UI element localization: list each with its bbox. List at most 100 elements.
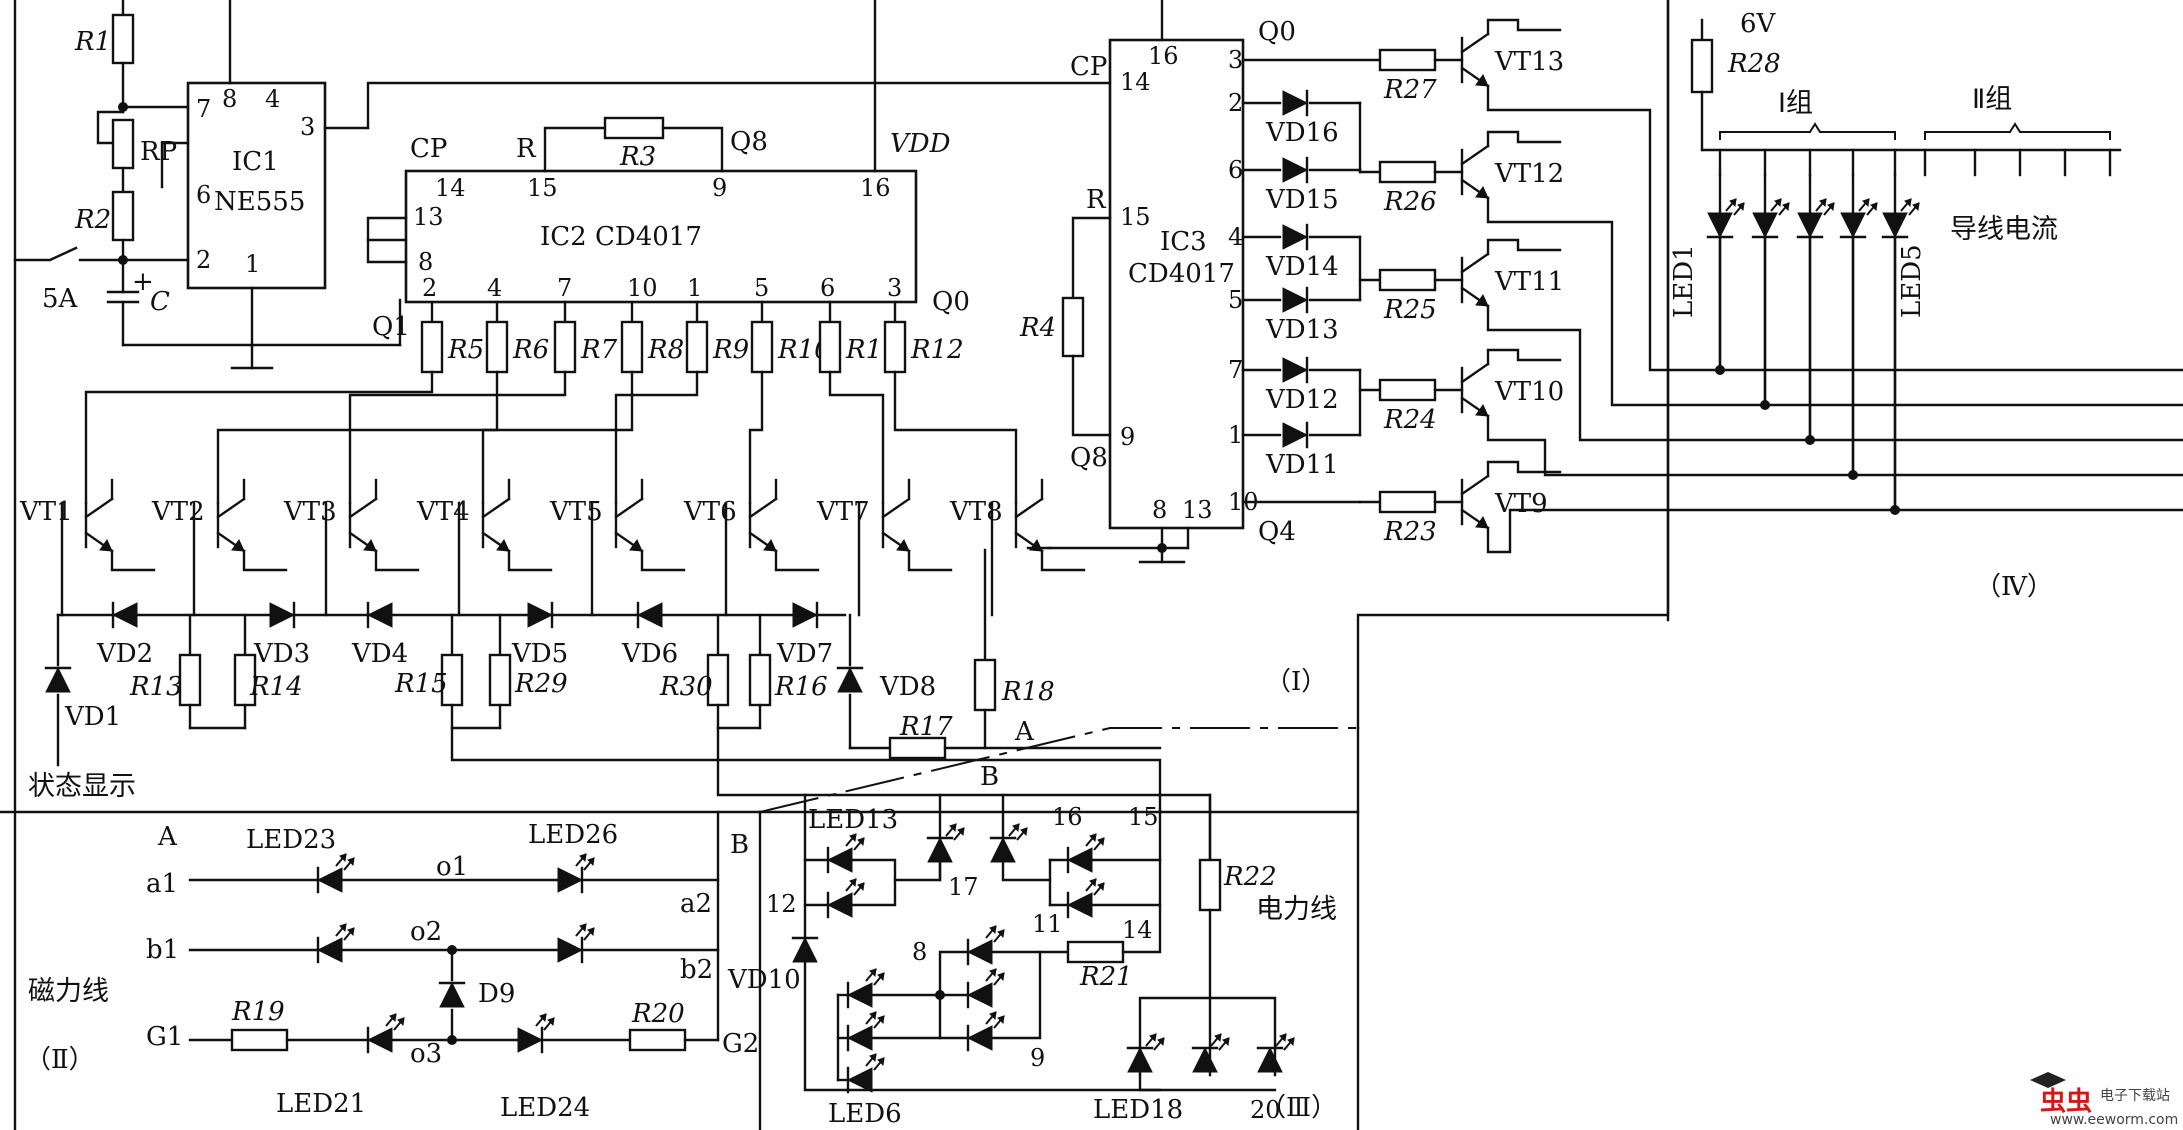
label-r25: R25 [1383, 295, 1437, 325]
emission-arrowhead [1089, 878, 1097, 888]
label-vd11: VD11 [1265, 450, 1339, 480]
r19-label: R19 [231, 997, 285, 1027]
elec-node-9: 9 [1030, 1044, 1045, 1072]
resistor-r9 [685, 320, 709, 374]
transistor-vt12 [1460, 144, 1490, 200]
resistor-r24 [1378, 378, 1437, 402]
emission-arrowhead [877, 972, 885, 982]
label-vt13: VT13 [1494, 47, 1564, 77]
emitter-arrow [763, 538, 777, 552]
label-vd15: VD15 [1265, 185, 1339, 215]
emission-arrowhead [1819, 198, 1827, 208]
emission-arrowhead [857, 837, 865, 847]
magnetic-title: 磁力线 [28, 976, 109, 1007]
ic3-right-pin-6: 1 [1228, 421, 1243, 449]
emission-arrowhead [1097, 882, 1105, 892]
diode-vd10 [791, 936, 819, 963]
diode-d9 [438, 981, 466, 1008]
elec-node-15: 15 [1128, 803, 1159, 831]
emission-arrowhead [339, 923, 347, 933]
resistor-r28 [1690, 38, 1714, 94]
label-vd5: VD5 [511, 639, 568, 669]
ic1-name: IC1 [232, 147, 279, 177]
label-r30: R30 [659, 672, 713, 702]
diode-triangle [990, 836, 1016, 863]
emission-arrowhead [877, 1057, 885, 1067]
resistor-r7 [553, 320, 577, 374]
emission-arrowhead [397, 1017, 405, 1027]
led-b1 [316, 923, 355, 964]
emitter-arrow [231, 538, 245, 552]
section-iv-label: （Ⅳ） [1975, 572, 2053, 602]
watermark-url: www.eeworm.com [2050, 1112, 2178, 1128]
elec-node-20: 20 [1250, 1096, 1281, 1124]
emission-arrowhead [1012, 823, 1020, 833]
emitter-arrow [99, 538, 113, 552]
resistor-r26 [1378, 160, 1437, 184]
wire [1001, 860, 1052, 882]
diode-triangle [316, 937, 343, 963]
diode-triangle [966, 939, 993, 965]
diode-triangle [1066, 892, 1093, 918]
label-r28: R28 [1727, 49, 1781, 79]
resistor-r5 [420, 320, 444, 374]
emission-arrowhead [1222, 1037, 1230, 1047]
resistor-r13 [178, 653, 202, 707]
diode-triangle [1192, 1046, 1218, 1073]
transistor-vt7 [881, 497, 911, 553]
ic1-pin-4: 4 [265, 85, 280, 113]
watermark: 虫虫 电子下载站 www.eeworm.com [2030, 1072, 2178, 1128]
resistor-r25 [1378, 268, 1437, 292]
emission-arrowhead [579, 853, 587, 863]
label-cap: C [150, 287, 170, 317]
transistor-vt5 [614, 497, 644, 553]
ic3-q4-name: Q4 [1258, 517, 1296, 547]
ic2-bottom-pin-3: 10 [627, 274, 658, 302]
resistor-r6 [485, 320, 509, 374]
ic2-q0-name: Q0 [932, 287, 970, 317]
led-15-a [1066, 833, 1105, 874]
wire [84, 370, 434, 505]
label-vd6: VD6 [621, 639, 678, 669]
graduation-cap-icon [2030, 1072, 2066, 1088]
emission-arrowhead [869, 968, 877, 978]
elec-node-16: 16 [1052, 803, 1083, 831]
transistor-vt10 [1460, 362, 1490, 418]
label-vd3: VD3 [253, 639, 310, 669]
emission-arrowhead [1912, 202, 1920, 212]
diode-triangle [846, 1025, 873, 1051]
wire [614, 370, 699, 505]
diode-vd11 [1282, 421, 1309, 449]
mag-g1: G1 [146, 1022, 183, 1052]
wire [1486, 304, 2183, 442]
wire [1486, 130, 1562, 148]
electric-section-label: （Ⅲ） [1260, 1093, 1337, 1123]
wire [374, 549, 420, 572]
led-15-b [1066, 878, 1105, 919]
led13-label: LED13 [808, 805, 898, 835]
ic2-pin-cp-name: CP [410, 134, 447, 164]
label-vt1: VT1 [19, 497, 73, 527]
led5-label: LED5 [1897, 244, 1927, 318]
emission-arrowhead [1782, 202, 1790, 212]
diode-triangle [557, 867, 584, 893]
diode-triangle [1797, 212, 1823, 239]
wire [450, 726, 1162, 812]
emission-arrowhead [1904, 198, 1912, 208]
wire [990, 950, 1042, 1040]
emitter-arrow [363, 538, 377, 552]
diode-triangle [1282, 224, 1309, 250]
label-r18: R18 [1001, 677, 1055, 707]
led-b2 [557, 923, 595, 964]
diode-triangle [527, 602, 554, 628]
diode-vd8 [836, 666, 864, 693]
ic2-pin-r-name: R [516, 134, 537, 164]
ic2-bottom-pin-5: 5 [754, 274, 769, 302]
label-r2: R2 [74, 205, 111, 235]
ic2-bottom-pin-7: 3 [887, 274, 902, 302]
ic1-pin-7: 7 [196, 95, 211, 123]
ic2-bottom-pin-4: 1 [687, 274, 702, 302]
transistor-vt9 [1460, 474, 1490, 530]
resistor-r11 [818, 320, 842, 374]
wire [907, 549, 953, 572]
